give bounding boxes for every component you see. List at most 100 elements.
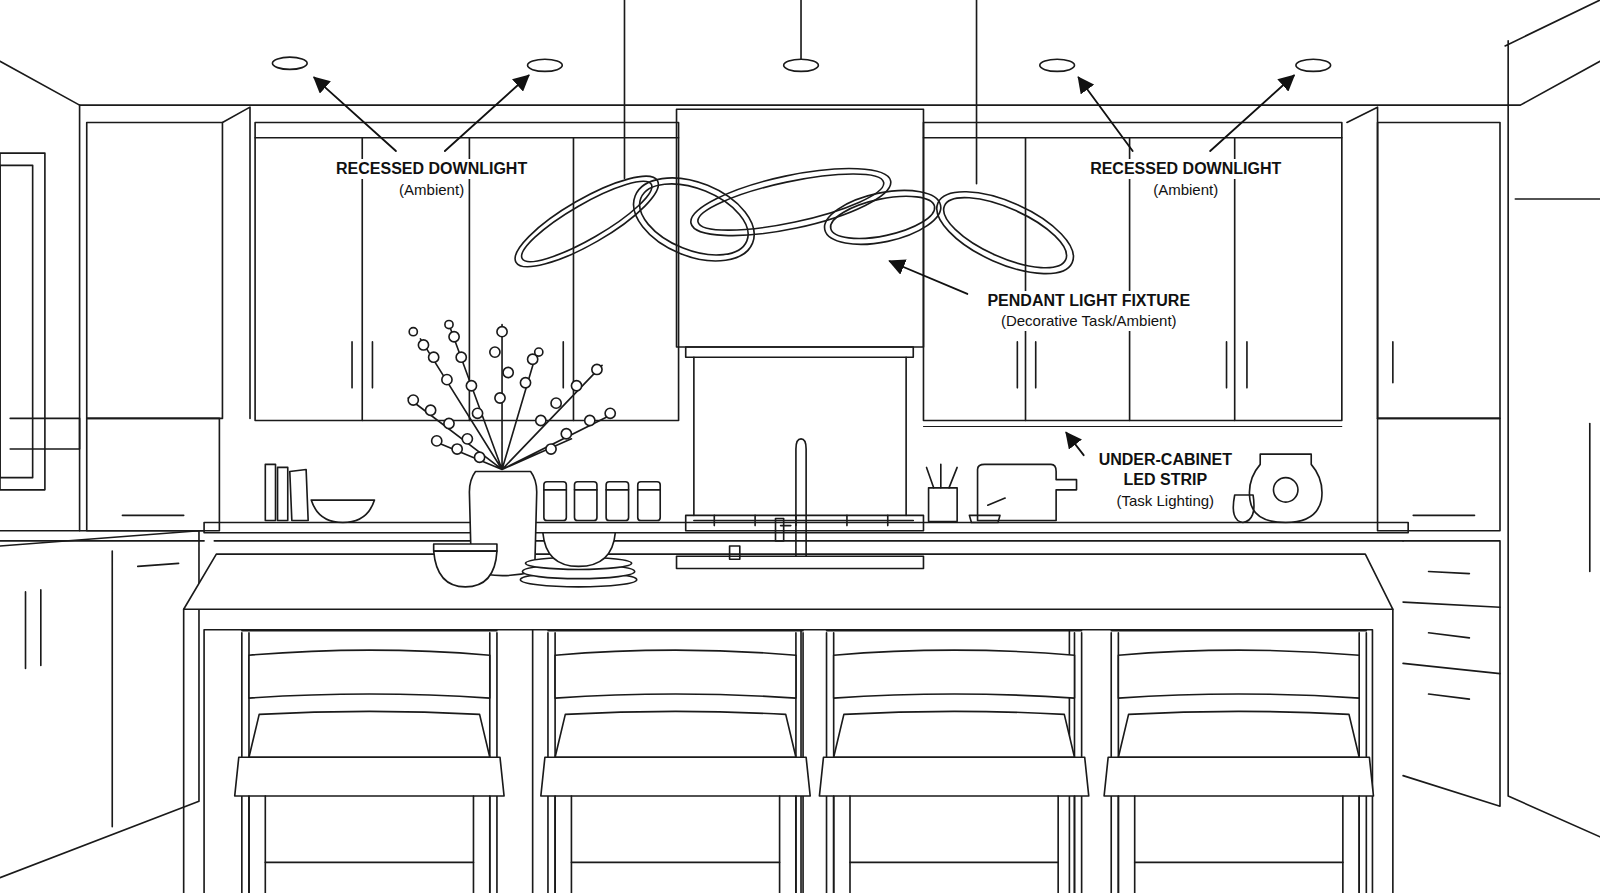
eucalyptus-vase-part-part [442, 375, 452, 385]
room-walls-part [0, 61, 1600, 105]
eucalyptus-vase-part-part [546, 444, 556, 454]
backsplash-items-part [278, 467, 288, 520]
right-tall-cabinet-part [1378, 122, 1500, 418]
bar-stools-part [819, 631, 1088, 893]
range [686, 515, 924, 530]
range-part [694, 515, 913, 525]
eucalyptus-vase-part-part [409, 328, 417, 336]
upper-cabinets-left-part [255, 137, 678, 139]
eucalyptus-vase-part-part [408, 395, 418, 405]
pendant-light-part [827, 188, 938, 246]
pendant-light-part [820, 181, 946, 254]
island-dishes [434, 533, 637, 587]
right-tall-cabinet-part [1378, 418, 1500, 530]
backsplash-items-part [1233, 495, 1254, 523]
callout-title: UNDER-CABINET LED STRIP [1087, 450, 1243, 490]
faucet [730, 439, 807, 559]
backsplash-items-part [311, 500, 374, 522]
recessed-downlights-part [272, 57, 307, 69]
pendant-light [505, 155, 1085, 291]
eucalyptus-vase-part-part [466, 381, 476, 391]
upper-cabinets-right-part [1017, 342, 1247, 388]
backsplash-items-part [978, 464, 1077, 520]
range-hood-part [694, 357, 906, 515]
backsplash-items-part [638, 482, 660, 521]
backsplash-items-part [1249, 454, 1322, 522]
leader-arrows-part [1210, 76, 1294, 152]
side-lower-cabinets-part [0, 531, 199, 878]
callout-note: (Ambient) [1150, 180, 1221, 200]
island-dishes-part [434, 544, 497, 551]
callout-note: (Task Lighting) [1114, 491, 1218, 511]
leader-arrows [314, 76, 1294, 456]
eucalyptus-vase [408, 320, 615, 575]
eucalyptus-vase-part-part [585, 415, 595, 425]
left-tall-cabinet-part [87, 122, 223, 418]
bar-stools-part [1104, 631, 1373, 893]
pendant-light-part [935, 183, 1076, 282]
backsplash-items-part [574, 482, 596, 521]
eucalyptus-vase-part [408, 325, 614, 470]
leader-arrows-part [314, 78, 396, 151]
refrigerator-part [1505, 0, 1600, 837]
eucalyptus-vase-part-part [429, 352, 439, 362]
backsplash-items-part [265, 464, 275, 520]
right-tall-cabinet-part [1347, 107, 1378, 418]
upper-cabinets-right [923, 122, 1341, 426]
side-lower-cabinets-part [1403, 541, 1500, 806]
eucalyptus-vase-part-part [520, 378, 530, 388]
eucalyptus-vase-part-part [536, 415, 546, 425]
eucalyptus-vase-part-part [426, 405, 436, 415]
range-part [686, 515, 924, 530]
eucalyptus-vase-part-part [474, 452, 484, 462]
range-hood [677, 109, 924, 515]
side-lower-cabinets [0, 531, 1500, 878]
backsplash-items-part [290, 469, 308, 520]
island-part [184, 609, 1393, 893]
eucalyptus-vase-part-part [462, 434, 472, 444]
callout-title: PENDANT LIGHT FIXTURE [984, 291, 1193, 311]
eucalyptus-vase-part-part [495, 393, 505, 403]
room-walls-part [79, 105, 81, 531]
backsplash-items-part [929, 488, 958, 522]
upper-cabinets-left [255, 122, 678, 420]
callout-note: (Decorative Task/Ambient) [998, 311, 1180, 331]
right-tall-cabinet-part [1413, 515, 1474, 517]
eucalyptus-vase-part-part [605, 408, 615, 418]
eucalyptus-vase-part-part [452, 444, 462, 454]
backsplash-items-part [544, 482, 566, 521]
right-tall-cabinet [1347, 107, 1500, 531]
upper-cabinets-right-part [923, 137, 1341, 139]
pendant-light-part [621, 162, 766, 278]
eucalyptus-vase-part-part [472, 408, 482, 418]
island-part [184, 554, 1393, 609]
pendant-light-part [629, 170, 758, 270]
window-part [0, 153, 45, 490]
leader-arrows-part [1079, 78, 1133, 151]
faucet-part [730, 518, 791, 559]
callout-title: RECESSED DOWNLIGHT [1087, 159, 1284, 179]
pendant-light-part [514, 169, 660, 274]
backsplash-items-part [544, 489, 660, 491]
upper-cabinets-right-part [1026, 138, 1235, 421]
window-part [10, 418, 79, 449]
upper-cabinets-left-part [255, 122, 678, 420]
eucalyptus-vase-part-part [449, 332, 459, 342]
callout-note: (Ambient) [396, 180, 467, 200]
window-part [0, 165, 33, 477]
leader-arrows-part [1066, 433, 1083, 455]
backsplash-items-part [1273, 478, 1297, 502]
refrigerator-part [1589, 424, 1591, 572]
upper-cabinets-right-part [923, 122, 1341, 420]
eucalyptus-vase-part-part [497, 327, 507, 337]
range-hood-part [677, 109, 924, 347]
recessed-downlights-part [1040, 59, 1075, 71]
bar-stools-part [541, 631, 810, 893]
eucalyptus-vase-part-part [444, 418, 454, 428]
eucalyptus-vase-part [408, 320, 615, 462]
eucalyptus-vase-part-part [456, 352, 466, 362]
refrigerator-part [1515, 198, 1600, 200]
